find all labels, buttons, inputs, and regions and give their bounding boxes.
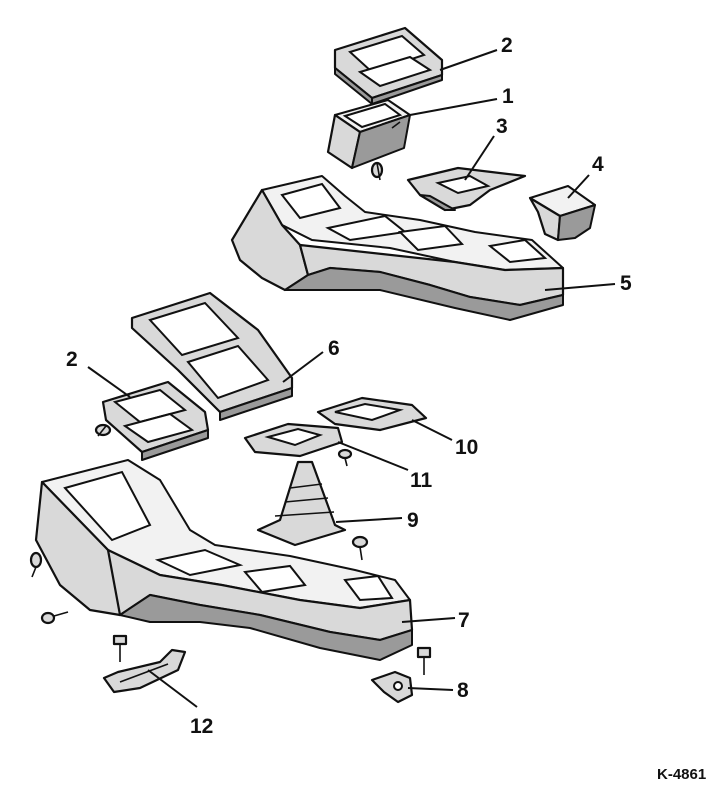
screw-upper xyxy=(370,161,384,181)
screw-part-8 xyxy=(416,646,432,675)
leader-12 xyxy=(147,669,198,708)
part-8-clip xyxy=(370,670,414,704)
part-2-upper-bezel xyxy=(333,26,444,105)
leader-10 xyxy=(411,419,453,441)
screw-part-9 xyxy=(351,535,369,561)
leader-2-upper xyxy=(439,49,498,71)
screw-part-11 xyxy=(337,448,353,467)
part-1-compartment xyxy=(326,99,411,170)
part-6-large-bezel xyxy=(130,291,294,421)
callout-2-upper: 2 xyxy=(501,34,513,57)
leader-lines xyxy=(87,49,616,708)
callout-10: 10 xyxy=(455,436,478,459)
figure-reference: K-4861 xyxy=(657,766,707,783)
part-4-tray xyxy=(528,185,596,242)
screw-console-left-lower xyxy=(40,611,69,625)
part-10-trim-plate xyxy=(316,396,428,432)
leader-8 xyxy=(407,687,454,691)
part-3-shift-bezel xyxy=(406,166,527,212)
callout-1: 1 xyxy=(502,85,514,108)
part-5-upper-console xyxy=(230,175,565,321)
part-2-lower-bezel xyxy=(101,380,210,461)
callout-8: 8 xyxy=(457,679,469,702)
screw-part-12 xyxy=(112,634,128,662)
part-9-shift-boot xyxy=(256,460,347,547)
callout-12: 12 xyxy=(190,715,213,738)
callout-6: 6 xyxy=(328,337,340,360)
leader-5 xyxy=(544,283,616,291)
callout-labels: 2 1 3 4 5 6 2 10 11 9 7 8 12 xyxy=(66,34,632,738)
leader-3 xyxy=(464,135,495,181)
leader-4 xyxy=(567,174,590,199)
part-7-lower-console xyxy=(34,459,414,661)
leader-1 xyxy=(409,98,498,116)
screw-console-left-upper xyxy=(29,551,43,578)
callout-4: 4 xyxy=(592,153,604,176)
leader-11 xyxy=(337,441,409,471)
leader-9 xyxy=(335,517,403,523)
part-12-bracket xyxy=(102,648,187,694)
callout-11: 11 xyxy=(410,469,433,492)
leader-6 xyxy=(282,351,324,383)
callout-3: 3 xyxy=(496,115,508,138)
callout-2-lower: 2 xyxy=(66,348,78,371)
leader-7 xyxy=(401,617,456,623)
screw-lower-bezel xyxy=(94,423,112,437)
callout-9: 9 xyxy=(407,509,419,532)
callout-5: 5 xyxy=(620,272,632,295)
part-11-trim-plate xyxy=(243,422,344,458)
leader-2-lower xyxy=(87,366,131,398)
callout-7: 7 xyxy=(458,609,470,632)
